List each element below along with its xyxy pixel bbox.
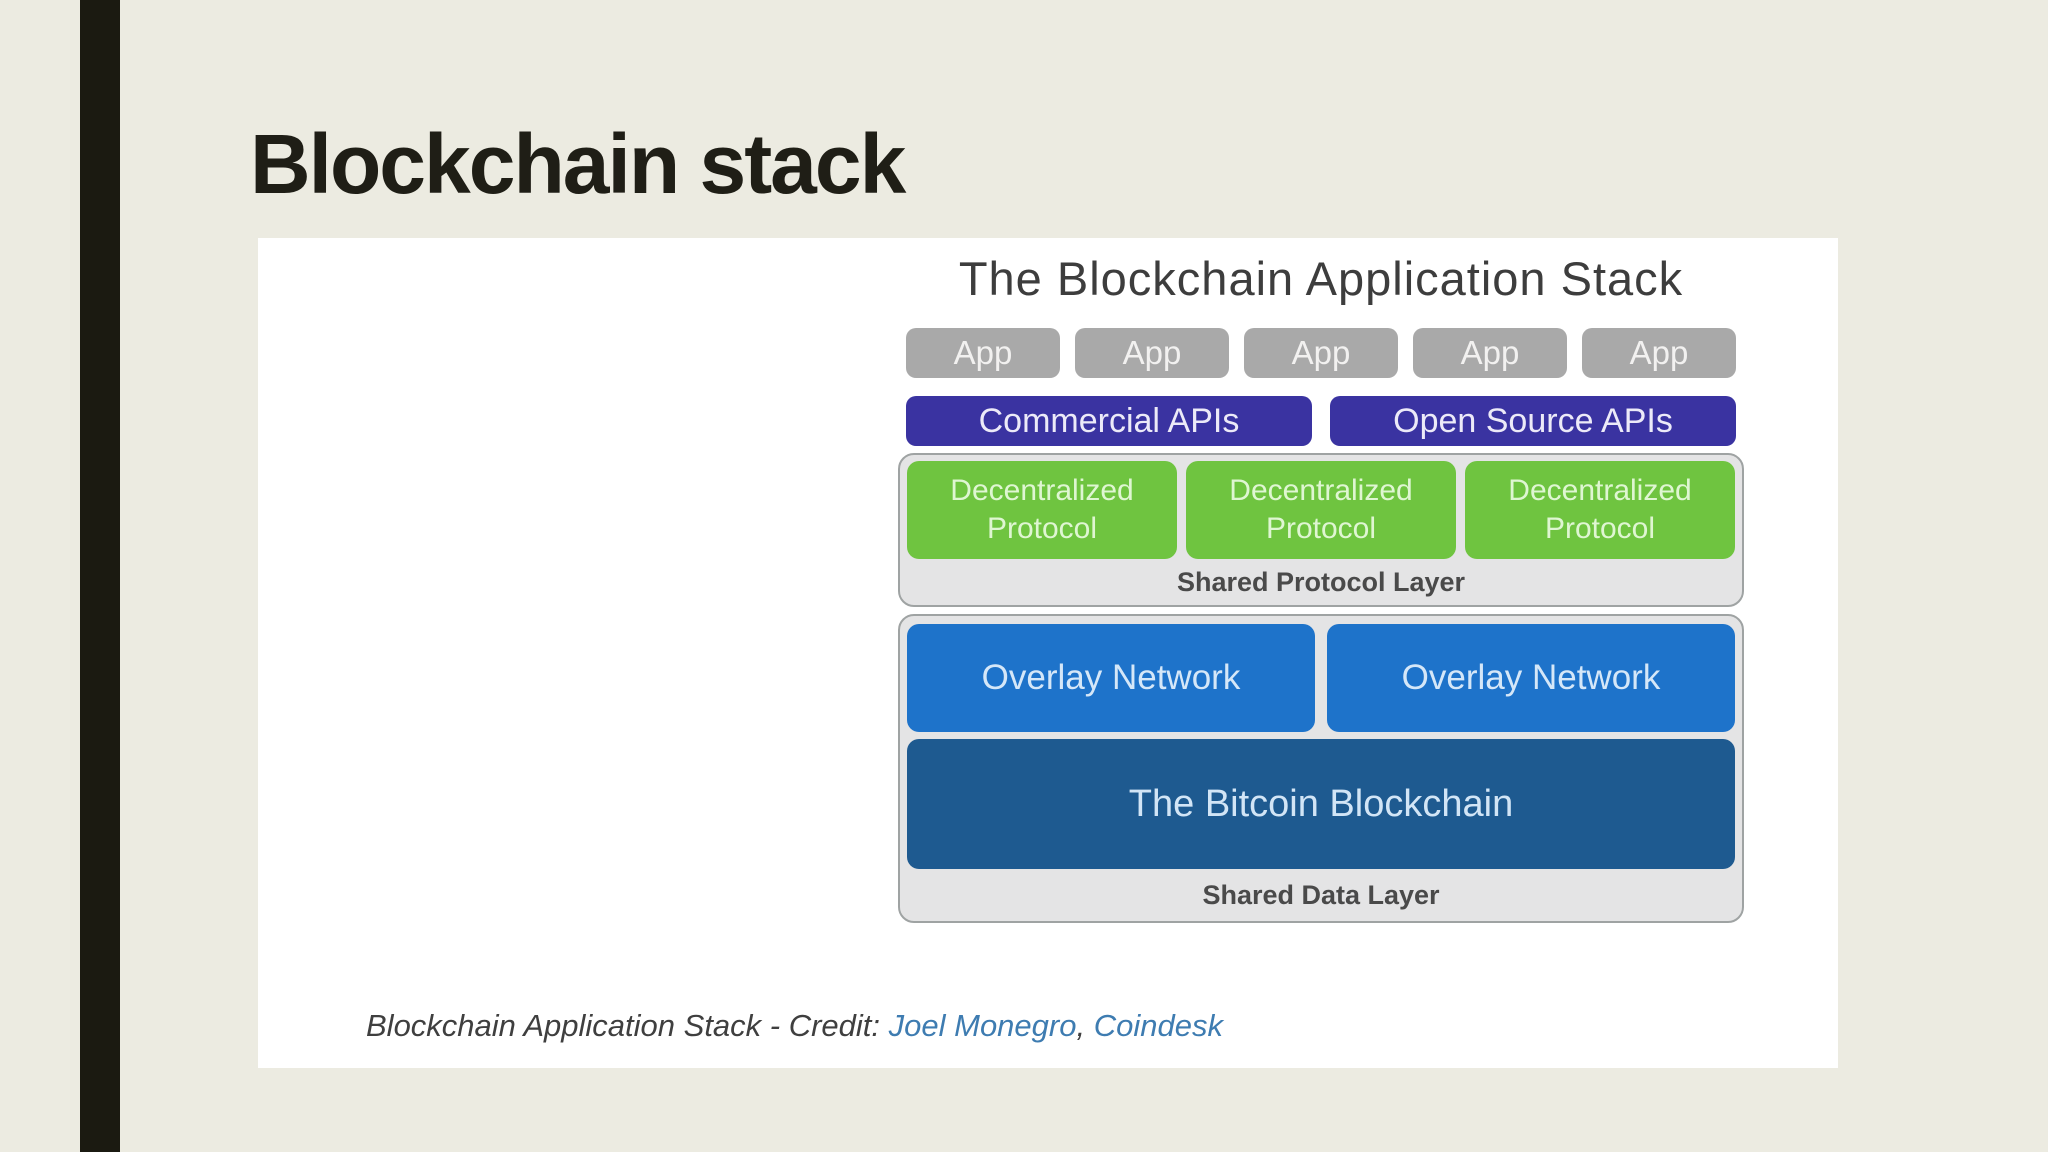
app-box: App bbox=[906, 328, 1060, 378]
commercial-apis-box: Commercial APIs bbox=[906, 396, 1312, 446]
decentralized-protocol-box: Decentralized Protocol bbox=[907, 461, 1177, 559]
open-source-apis-box: Open Source APIs bbox=[1330, 396, 1736, 446]
figure-title: The Blockchain Application Stack bbox=[958, 252, 1684, 305]
slide-title: Blockchain stack bbox=[250, 117, 906, 211]
overlay-network-box: Overlay Network bbox=[1327, 624, 1735, 732]
decentralized-protocol-row: Decentralized Protocol Decentralized Pro… bbox=[907, 461, 1735, 559]
app-box: App bbox=[1075, 328, 1229, 378]
shared-data-layer-container: Overlay Network Overlay Network The Bitc… bbox=[898, 614, 1744, 923]
figure-caption: Blockchain Application Stack - Credit: J… bbox=[366, 1008, 1223, 1044]
coindesk-link[interactable]: Coindesk bbox=[1093, 1008, 1223, 1043]
api-row: Commercial APIs Open Source APIs bbox=[898, 396, 1744, 446]
app-box: App bbox=[1413, 328, 1567, 378]
shared-protocol-layer-container: Decentralized Protocol Decentralized Pro… bbox=[898, 453, 1744, 607]
slide-accent-bar bbox=[80, 0, 120, 1152]
app-row: App App App App App bbox=[898, 328, 1744, 378]
overlay-network-row: Overlay Network Overlay Network bbox=[907, 624, 1735, 732]
decentralized-protocol-box: Decentralized Protocol bbox=[1465, 461, 1735, 559]
shared-data-layer-label: Shared Data Layer bbox=[1202, 880, 1440, 910]
caption-text: Blockchain Application Stack - Credit: bbox=[366, 1008, 889, 1043]
caption-separator: , bbox=[1076, 1008, 1094, 1043]
overlay-network-box: Overlay Network bbox=[907, 624, 1315, 732]
bitcoin-blockchain-box: The Bitcoin Blockchain bbox=[907, 739, 1735, 869]
joel-monegro-link[interactable]: Joel Monegro bbox=[888, 1008, 1077, 1043]
app-box: App bbox=[1244, 328, 1398, 378]
app-box: App bbox=[1582, 328, 1736, 378]
blockchain-stack-diagram: The Blockchain Application Stack App App… bbox=[898, 252, 1744, 923]
figure-panel: The Blockchain Application Stack App App… bbox=[258, 238, 1838, 1068]
decentralized-protocol-box: Decentralized Protocol bbox=[1186, 461, 1456, 559]
shared-protocol-layer-label: Shared Protocol Layer bbox=[1176, 567, 1466, 597]
